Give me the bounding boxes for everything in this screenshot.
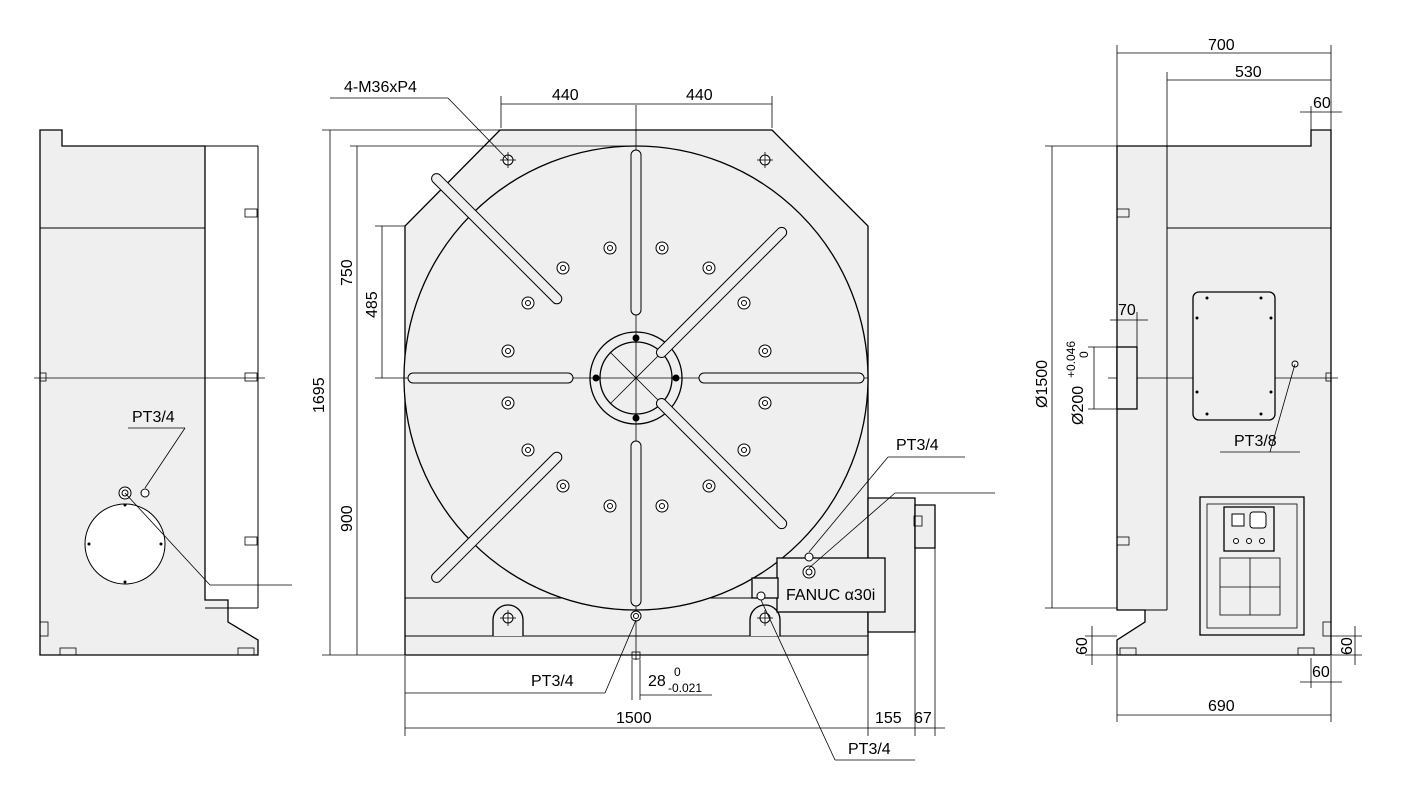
tol-28-lower: -0.021 <box>668 681 702 695</box>
dim-60-bottom-right: 60 <box>1339 637 1356 655</box>
port-hole-small <box>140 488 150 498</box>
pt34-front-bottom-right-label: PT3/4 <box>848 741 891 758</box>
dim-28: 28 <box>648 673 666 690</box>
dim-60-bottom-left: 60 <box>1074 637 1091 655</box>
dim-dia1500: Ø1500 <box>1034 360 1051 408</box>
t-slots <box>407 149 865 607</box>
tol-200-upper: +0.046 <box>1064 341 1078 378</box>
dim-67: 67 <box>914 710 932 727</box>
dim-1695: 1695 <box>311 377 328 413</box>
dim-dia200: Ø200 <box>1070 386 1087 425</box>
front-view: FANUC α30i PT3/4 PT3/4 PT3/4 4-M36xP4 44… <box>311 79 995 761</box>
pt34-front-right-label: PT3/4 <box>896 437 939 454</box>
pt34-left-label: PT3/4 <box>132 409 175 426</box>
dim-155: 155 <box>875 710 902 727</box>
dim-60-bottom-side: 60 <box>1312 664 1330 681</box>
bore-rect <box>1116 346 1138 410</box>
pt34-front-bottom-left-label: PT3/4 <box>531 673 574 690</box>
right-side-view: PT3/8 700 530 60 70 Ø200 +0.046 0 <box>1034 37 1362 722</box>
motor-plate <box>776 557 886 613</box>
dim-900: 900 <box>339 505 356 532</box>
dim-700: 700 <box>1208 37 1235 54</box>
motor-connector <box>914 504 936 549</box>
tol-28-upper: 0 <box>674 665 681 679</box>
dim-1500: 1500 <box>616 710 652 727</box>
motor-flange-circle <box>84 503 166 585</box>
left-side-view: PT3/4 <box>34 129 292 656</box>
dim-440-right: 440 <box>686 87 713 104</box>
dim-60-top: 60 <box>1313 95 1331 112</box>
thread-callout-label: 4-M36xP4 <box>344 79 417 96</box>
pt38-label: PT3/8 <box>1234 433 1277 450</box>
motor-label: FANUC α30i <box>786 587 875 604</box>
dim-690: 690 <box>1208 698 1235 715</box>
dim-70: 70 <box>1118 302 1136 319</box>
dim-485: 485 <box>364 291 381 318</box>
dim-530: 530 <box>1235 64 1262 81</box>
dim-750: 750 <box>339 259 356 286</box>
dim-440-left: 440 <box>552 87 579 104</box>
tol-200-lower: 0 <box>1077 351 1091 358</box>
table-holes <box>501 241 772 513</box>
access-cover <box>1192 291 1276 421</box>
